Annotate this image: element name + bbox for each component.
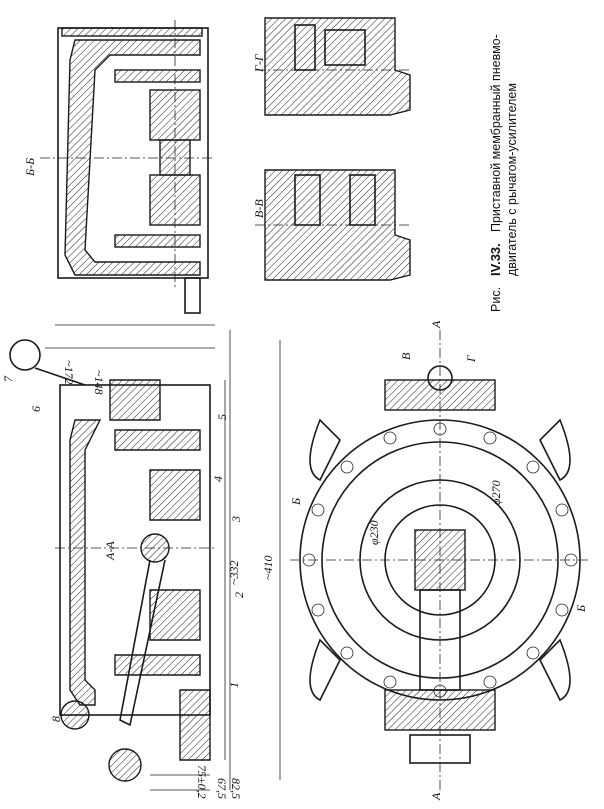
- detail-gg-view: [255, 17, 411, 116]
- detail-vv-view: [255, 169, 411, 281]
- section-aa-view: [9, 324, 231, 791]
- dim-410: ~410: [261, 556, 275, 581]
- section-bb-view: [40, 20, 215, 314]
- dim-phi230: φ230: [367, 520, 381, 545]
- figure-caption: Рис. IV.33. Приставной мембранный пневмо…: [488, 34, 519, 312]
- caption-prefix: Рис.: [489, 287, 503, 312]
- section-title-gg: Г-Г: [252, 53, 266, 73]
- dim-82-5: 82,5: [229, 778, 243, 799]
- cut-mark-v: В: [399, 352, 413, 360]
- section-title-bb: Б-Б: [23, 158, 37, 177]
- section-title-vv: В-В: [252, 199, 266, 218]
- section-title-aa: А-А: [103, 541, 117, 561]
- callout-8: 8: [49, 716, 63, 722]
- callout-2: 2: [232, 592, 246, 598]
- callout-5: 5: [215, 414, 229, 420]
- front-view: [279, 330, 590, 790]
- dim-148: ~148: [92, 370, 106, 395]
- cut-mark-b-left: Б: [289, 498, 303, 506]
- dim-172: ~172: [62, 360, 76, 385]
- dim-phi270: φ270: [489, 480, 503, 505]
- callout-3: 3: [229, 516, 243, 523]
- caption-line2: двигатель с рычагом-усилителем: [505, 83, 519, 276]
- dim-67-5: 67,5: [215, 778, 229, 799]
- dim-332: ~332: [227, 561, 241, 586]
- cut-mark-a-bottom: А: [429, 792, 443, 801]
- caption-line1: Приставной мембранный пневмо-: [489, 34, 503, 232]
- callout-1: 1: [227, 682, 241, 688]
- callout-7: 7: [1, 375, 15, 382]
- dim-75: 75±0,2: [195, 765, 209, 799]
- callout-6: 6: [29, 406, 43, 412]
- callout-4: 4: [211, 476, 225, 482]
- cut-mark-a-top: А: [429, 320, 443, 329]
- cut-mark-b-right: Б: [574, 605, 588, 613]
- caption-number: IV.33.: [488, 243, 503, 276]
- cut-mark-g: Г: [464, 354, 478, 363]
